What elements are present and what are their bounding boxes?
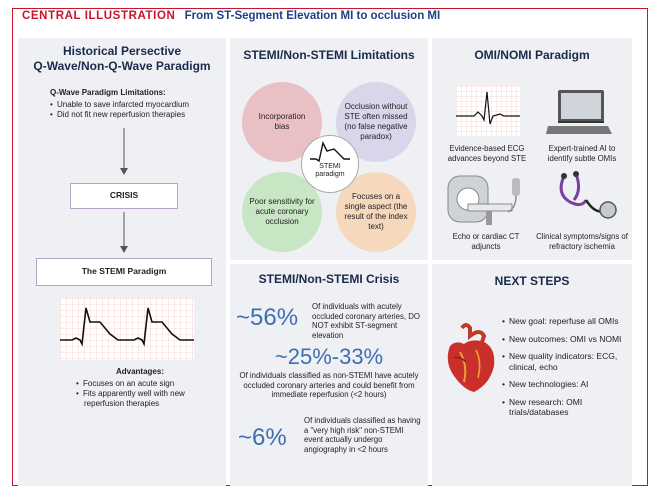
crisis-box: CRISIS (70, 183, 178, 209)
item-ai-text: Expert-trained AI to identify subtle OMI… (547, 144, 617, 163)
advantage-item: Focuses on an acute sign (76, 379, 210, 389)
stat-value-3: ~6% (238, 424, 287, 451)
middle-title: STEMI/Non-STEMI Limitations (243, 48, 415, 62)
circle-occlusion-missed: Occlusion without STE often missed (no f… (336, 82, 416, 162)
laptop-icon (546, 90, 612, 134)
left-title-line2: Q-Wave/Non-Q-Wave Paradigm (33, 59, 211, 73)
stat-text-2: Of individuals classified as non-STEMI h… (239, 371, 419, 399)
right-title: OMI/NOMI Paradigm (474, 48, 590, 62)
stemi-paradigm-box: The STEMI Paradigm (36, 258, 212, 286)
circle-text: Poor sensitivity for acute coronary occl… (249, 197, 315, 226)
next-steps-list: New goal: reperfuse all OMIs New outcome… (502, 316, 626, 425)
flow-arrow-icon (120, 128, 128, 175)
right-top-panel (432, 38, 632, 260)
advantages-block: Advantages: Focuses on an acute sign Fit… (70, 367, 210, 409)
ct-scanner-icon (447, 175, 520, 225)
limitations-block: Q-Wave Paradigm Limitations: Unable to s… (50, 88, 220, 120)
circle-center-text: STEMI paradigm (315, 163, 345, 178)
heart-icon (447, 323, 495, 392)
ecg-strip-icon (60, 298, 194, 360)
limitation-item: Unable to save infarcted myocardium (50, 100, 220, 110)
ecg-strip-icon (456, 86, 520, 136)
limitations-heading: Q-Wave Paradigm Limitations: (50, 88, 166, 97)
advantage-item: Fits apparently well with new (76, 389, 210, 399)
stat-value-2: ~25%-33% (274, 344, 384, 369)
next-step-item: New quality indicators: ECG, clinical, e… (502, 351, 626, 372)
item-ct-text: Echo or cardiac CT adjuncts (452, 232, 520, 251)
stat-text-3: Of individuals classified as having a "v… (304, 416, 421, 454)
st-elevation-icon (310, 141, 350, 163)
next-step-item: New outcomes: OMI vs NOMI (502, 334, 626, 345)
header-label: CENTRAL ILLUSTRATION (22, 10, 176, 22)
left-title-line1: Historical Persective (62, 44, 182, 58)
stat-value-1: ~56% (236, 304, 299, 331)
circle-text: Occlusion without STE often missed (no f… (344, 102, 408, 141)
flow-arrow-icon (120, 212, 128, 253)
advantages-heading: Advantages: (115, 367, 164, 376)
next-step-item: New research: OMI trials/databases (502, 397, 626, 418)
middle-bottom-panel (230, 264, 428, 486)
stethoscope-icon (559, 171, 617, 219)
crisis-title: STEMI/Non-STEMI Crisis (258, 272, 400, 286)
limitation-item: Did not fit new reperfusion therapies (50, 110, 220, 120)
header-title: From ST-Segment Elevation MI to occlusio… (184, 10, 441, 22)
next-step-item: New goal: reperfuse all OMIs (502, 316, 626, 327)
crisis-label: CRISIS (109, 190, 139, 200)
circle-poor-sensitivity: Poor sensitivity for acute coronary occl… (242, 172, 322, 252)
stat-text-1: Of individuals with acutely occluded cor… (312, 302, 420, 340)
next-step-item: New technologies: AI (502, 379, 626, 390)
stemi-paradigm-label: The STEMI Paradigm (81, 266, 167, 276)
item-ecg-text: Evidence-based ECG advances beyond STE (447, 144, 527, 163)
advantage-item-continued: reperfusion therapies (84, 399, 160, 408)
left-title: Historical Persective Q-Wave/Non-Q-Wave … (18, 44, 226, 74)
next-steps-title: NEXT STEPS (494, 274, 570, 288)
header: CENTRAL ILLUSTRATION From ST-Segment Ele… (22, 10, 440, 30)
item-clinical-text: Clinical symptoms/signs of refractory is… (536, 232, 628, 251)
circle-stemi-paradigm: STEMI paradigm (301, 135, 359, 193)
circle-text: Focuses on a single aspect (the result o… (344, 192, 408, 231)
circle-text: Incorporation bias (258, 112, 306, 131)
